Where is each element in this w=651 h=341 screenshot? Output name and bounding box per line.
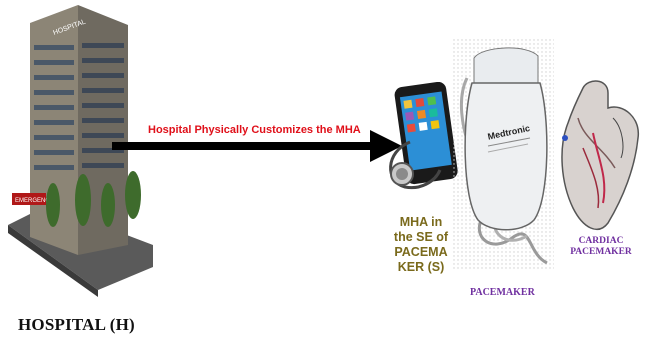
hospital-label: HOSPITAL (H)	[18, 315, 135, 335]
smartphone-stethoscope-icon	[380, 82, 460, 202]
mha-label: MHA in the SE of PACEMA KER (S)	[389, 215, 453, 275]
pacemaker-device-image: Medtronic	[452, 38, 554, 270]
heart-pacemaker-icon	[553, 78, 646, 238]
cardiac-pacemaker-label: CARDIAC PACEMAKER	[562, 236, 640, 258]
arrow-label: Hospital Physically Customizes the MHA	[148, 124, 361, 136]
pacemaker-label: PACEMAKER	[470, 287, 535, 298]
